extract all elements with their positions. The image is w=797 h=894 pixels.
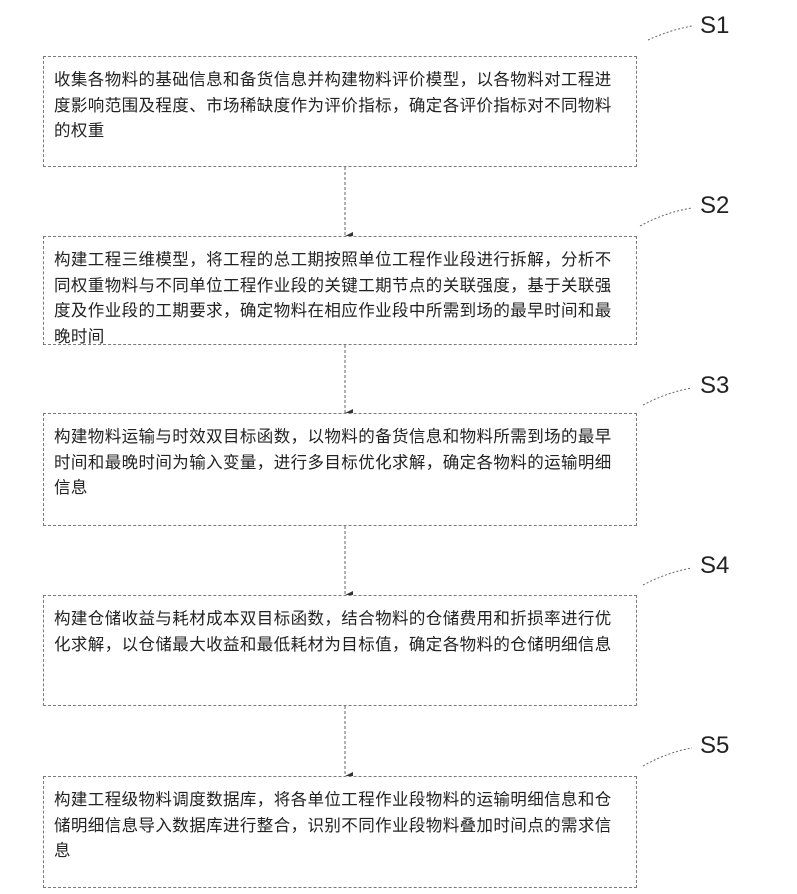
step-text-s2: 构建工程三维模型，将工程的总工期按照单位工程作业段进行拆解，分析不同权重物料与不… <box>54 247 626 349</box>
step-text-s1: 收集各物料的基础信息和备货信息并构建物料评价模型，以各物料对工程进度影响范围及程… <box>54 67 626 144</box>
leader-line-s4 <box>643 568 692 585</box>
step-text-s5: 构建工程级物料调度数据库，将各单位工程作业段物料的运输明细信息和仓储明细信息导入… <box>54 787 626 864</box>
leader-line-s1 <box>648 26 692 40</box>
step-label-s1: S1 <box>700 12 729 40</box>
leader-line-s5 <box>643 748 692 766</box>
step-box-s3: 构建物料运输与时效双目标函数，以物料的备货信息和物料所需到场的最早时间和最晚时间… <box>43 413 637 526</box>
step-box-s1: 收集各物料的基础信息和备货信息并构建物料评价模型，以各物料对工程进度影响范围及程… <box>43 56 637 167</box>
leader-line-s2 <box>640 208 692 226</box>
step-text-s3: 构建物料运输与时效双目标函数，以物料的备货信息和物料所需到场的最早时间和最晚时间… <box>54 424 626 501</box>
step-box-s4: 构建仓储收益与耗材成本双目标函数，结合物料的仓储费用和折损率进行优化求解，以仓储… <box>43 595 637 706</box>
leader-line-s3 <box>643 388 692 405</box>
step-box-s2: 构建工程三维模型，将工程的总工期按照单位工程作业段进行拆解，分析不同权重物料与不… <box>43 236 637 345</box>
step-box-s5: 构建工程级物料调度数据库，将各单位工程作业段物料的运输明细信息和仓储明细信息导入… <box>43 776 637 888</box>
step-label-s3: S3 <box>700 372 729 400</box>
step-label-s4: S4 <box>700 552 729 580</box>
step-label-s2: S2 <box>700 192 729 220</box>
step-label-s5: S5 <box>700 732 729 760</box>
step-text-s4: 构建仓储收益与耗材成本双目标函数，结合物料的仓储费用和折损率进行优化求解，以仓储… <box>54 606 626 657</box>
